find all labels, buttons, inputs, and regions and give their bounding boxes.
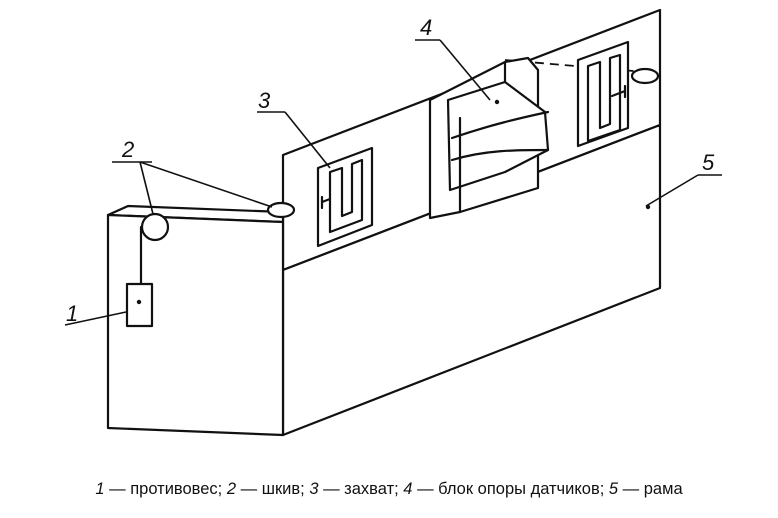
- marker-dot-3: [136, 299, 142, 305]
- counterweight: [125, 282, 154, 328]
- leader-lines: [64, 39, 722, 326]
- caption-text-3: — захват;: [318, 480, 404, 498]
- pulley-front: [140, 212, 170, 242]
- pulley-middle: [266, 201, 296, 219]
- caption-text-5: — рама: [618, 480, 683, 498]
- frame-front-face: [106, 213, 285, 437]
- label-sensor-block: 4: [420, 15, 432, 40]
- caption-text-2: — шкив;: [236, 480, 310, 498]
- caption-num-1: 1: [95, 480, 105, 498]
- sensor-support-block: [428, 56, 550, 220]
- label-grip: 3: [258, 88, 271, 113]
- caption-num-4: 4: [403, 480, 413, 498]
- pulley-right: [630, 67, 660, 85]
- figure-caption: 1 — противовес; 2 — шкив; 3 — захват; 4 …: [0, 480, 778, 499]
- label-counterweight: 1: [66, 301, 78, 326]
- caption-text-4: — блок опоры датчиков;: [412, 480, 609, 498]
- grip-right: [576, 40, 630, 148]
- grip-left: [316, 146, 374, 248]
- caption-num-2: 2: [226, 480, 237, 498]
- label-pulley: 2: [121, 137, 134, 162]
- marker-dot-1: [494, 99, 500, 105]
- caption-num-3: 3: [309, 480, 319, 498]
- label-frame: 5: [702, 150, 715, 175]
- caption-text-1: — противовес;: [104, 480, 227, 498]
- caption-num-5: 5: [608, 480, 619, 498]
- marker-dot-2: [645, 204, 651, 210]
